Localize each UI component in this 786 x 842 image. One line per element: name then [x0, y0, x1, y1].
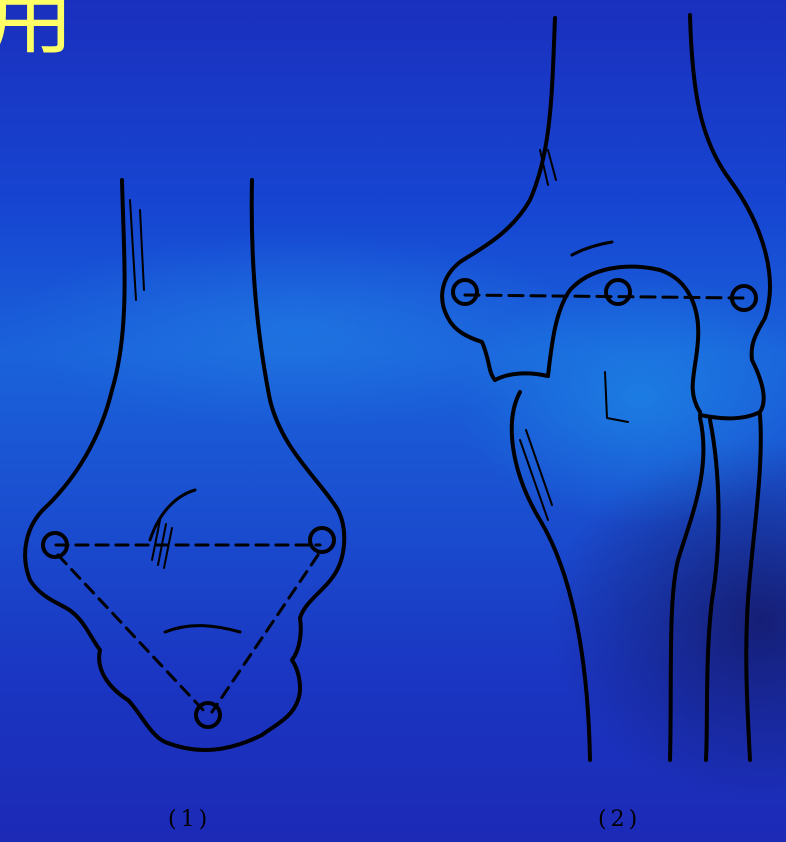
ulna-hatch: [520, 430, 552, 520]
radius-back: [746, 415, 761, 760]
fossa-mark: [605, 372, 628, 422]
trochlea-inner-line: [165, 626, 240, 632]
humerus-right-outline: [252, 180, 345, 618]
olecranon-point-2: [606, 280, 630, 304]
olecranon-mark: [572, 242, 612, 255]
humerus-back-outline: [690, 15, 770, 418]
lateral-epicondyle-point: [453, 280, 477, 304]
humerus-left-outline: [25, 180, 124, 612]
figure-2-label: (2): [598, 807, 641, 832]
shaft-hatch-left: [130, 200, 144, 300]
figure-1-front-view: [25, 180, 344, 750]
humerus-front-outline: [442, 18, 555, 380]
olecranon-point-1: [196, 703, 220, 727]
radius-front: [706, 420, 719, 760]
olecranon-outline: [548, 267, 700, 412]
medial-epicondyle-point: [310, 528, 334, 552]
condyle-bottom: [495, 373, 548, 380]
figure-2-side-view: [442, 15, 770, 760]
ulna-back: [670, 418, 703, 760]
triangle-left-edge: [58, 555, 205, 712]
figure-1-label: (1): [168, 807, 211, 832]
